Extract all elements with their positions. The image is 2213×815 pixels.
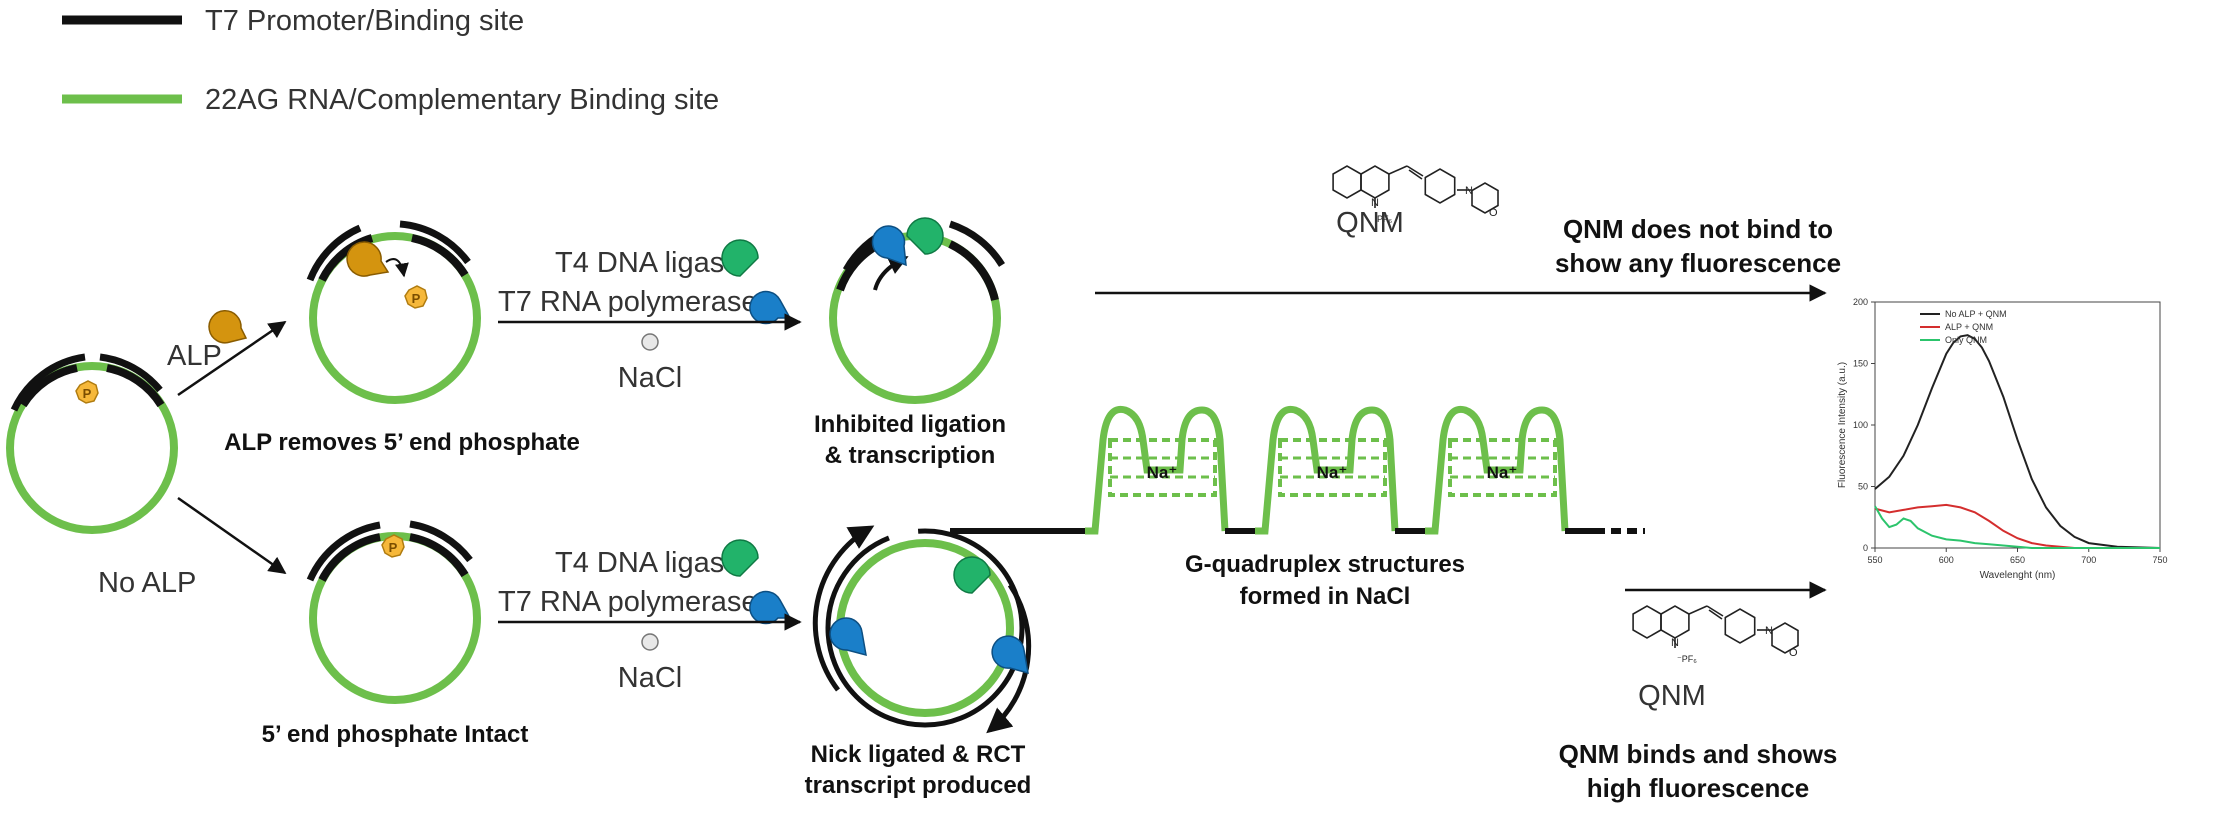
polymerase-icon (829, 617, 867, 657)
legend-rna-label: 22AG RNA/Complementary Binding site (205, 84, 719, 116)
legend-entry: Only QNM (1945, 335, 1987, 345)
legend: T7 Promoter/Binding site 22AG RNA/Comple… (62, 5, 719, 116)
ligase-icon (953, 556, 991, 594)
sodium-ion-label: Na⁺ (1147, 463, 1178, 482)
alp-enzyme-icon (208, 310, 248, 344)
result-bottom-1: QNM binds and shows (1559, 739, 1838, 769)
caption-gq-2: formed in NaCl (1240, 583, 1411, 610)
caption-nick-2: transcript produced (805, 772, 1032, 799)
result-top-2: show any fluorescence (1555, 248, 1841, 278)
series-line-3 (1874, 505, 2160, 549)
phosphate-icon: P (381, 534, 405, 558)
y-tick-label: 50 (1858, 482, 1868, 492)
caption-alp-removes: ALP removes 5’ end phosphate (224, 429, 580, 456)
arrow-alp-branch (177, 320, 287, 397)
x-axis-label: Wavelenght (nm) (1980, 570, 2056, 581)
legend-entry: ALP + QNM (1945, 322, 1993, 332)
polymerase-icon (749, 290, 792, 325)
g-quadruplex-unit: Na⁺ (1425, 405, 1569, 535)
qnm-structure-bottom: N ⁻PF₆ N O (1632, 605, 1799, 664)
g-quadruplex-unit: Na⁺ (1085, 405, 1229, 535)
legend-t7-label: T7 Promoter/Binding site (205, 5, 524, 37)
y-tick-label: 200 (1853, 297, 1868, 307)
series-line-2 (1874, 503, 2160, 549)
reagent-salt-label: NaCl (618, 662, 682, 694)
reagent-ligase-label: T4 DNA ligase (555, 547, 740, 579)
result-top-1: QNM does not bind to (1563, 214, 1833, 244)
ligase-icon (721, 539, 759, 577)
phosphate-icon: P (75, 380, 99, 404)
qnm-structure-top: N PF₆ N O (1332, 165, 1499, 224)
svg-text:P: P (389, 540, 398, 555)
svg-text:⁻PF₆: ⁻PF₆ (1677, 654, 1697, 664)
caption-inhibited-2: & transcription (825, 442, 996, 469)
reagents-top: T4 DNA ligase T7 RNA polymerase NaCl (498, 239, 802, 394)
reagent-ligase-label: T4 DNA ligase (555, 247, 740, 279)
reagent-polymerase-label: T7 RNA polymerase (498, 586, 758, 618)
qnm-name-bottom: QNM (1638, 680, 1706, 712)
phosphate-icon: P (404, 285, 428, 309)
label-no-alp: No ALP (98, 567, 196, 599)
ligase-icon (721, 239, 759, 277)
polymerase-icon (871, 225, 907, 267)
series-line-1 (1874, 334, 2161, 549)
reagent-salt-label: NaCl (618, 362, 682, 394)
svg-text:N: N (1371, 197, 1379, 209)
caption-nick-1: Nick ligated & RCT (811, 741, 1026, 768)
salt-icon (641, 333, 659, 351)
x-tick-label: 600 (1939, 555, 1954, 565)
reagents-bottom: T4 DNA ligase T7 RNA polymerase NaCl (498, 539, 802, 694)
svg-text:O: O (1489, 207, 1498, 219)
arrow-no-alp-branch (177, 496, 287, 575)
legend-entry: No ALP + QNM (1945, 309, 2007, 319)
y-tick-label: 0 (1863, 543, 1868, 553)
svg-text:N: N (1671, 637, 1679, 649)
caption-inhibited-1: Inhibited ligation (814, 411, 1006, 438)
sodium-ion-label: Na⁺ (1487, 463, 1518, 482)
ligase-icon (906, 217, 944, 255)
result-bottom-2: high fluorescence (1587, 773, 1810, 803)
plasmid-alp-treated: P (306, 220, 481, 404)
svg-text:O: O (1789, 647, 1798, 659)
sodium-ion-label: Na⁺ (1317, 463, 1348, 482)
plasmid-nick-ligated (812, 525, 1050, 734)
reagent-polymerase-label: T7 RNA polymerase (498, 286, 758, 318)
label-alp: ALP (167, 340, 222, 372)
g-quadruplex-unit: Na⁺ (1255, 405, 1399, 535)
alp-enzyme-icon (346, 241, 390, 277)
y-axis-label: Fluorescence Intensity (a.u.) (1837, 362, 1848, 488)
polymerase-icon (991, 635, 1029, 675)
x-tick-label: 700 (2081, 555, 2096, 565)
plasmid-inhibited (829, 217, 1005, 404)
x-tick-label: 650 (2010, 555, 2025, 565)
svg-text:N: N (1765, 625, 1773, 637)
svg-text:N: N (1465, 185, 1473, 197)
plasmid-intact: P (306, 520, 481, 704)
svg-text:P: P (412, 291, 421, 306)
x-tick-label: 750 (2152, 555, 2167, 565)
x-tick-label: 550 (1867, 555, 1882, 565)
polymerase-icon (749, 590, 792, 625)
svg-text:P: P (83, 386, 92, 401)
qnm-name-top: QNM (1336, 207, 1404, 239)
caption-intact: 5’ end phosphate Intact (262, 721, 529, 748)
g-quadruplex-chain: Na⁺ Na⁺ Na⁺ (1050, 405, 1645, 535)
start-plasmid: P (6, 353, 178, 534)
caption-gq-1: G-quadruplex structures (1185, 551, 1465, 578)
salt-icon (641, 633, 659, 651)
svg-text:PF₆: PF₆ (1377, 214, 1393, 224)
y-tick-label: 100 (1853, 420, 1868, 430)
y-tick-label: 150 (1853, 359, 1868, 369)
